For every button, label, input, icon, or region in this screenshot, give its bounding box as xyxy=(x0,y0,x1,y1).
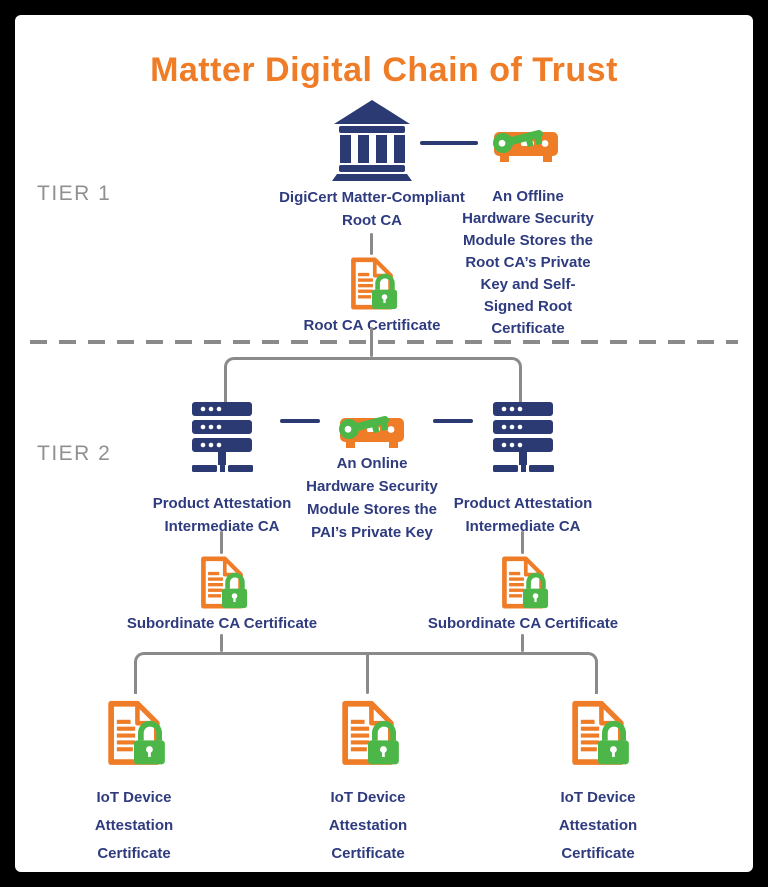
connector-line xyxy=(370,327,373,357)
pai-right-label: Product Attestation Intermediate CA xyxy=(453,495,593,535)
tier2-label: TIER 2 xyxy=(37,442,112,465)
online-hsm-caption: An Online Hardware Security Module Store… xyxy=(306,455,438,541)
tree-branch-bracket xyxy=(224,357,522,402)
connector-line xyxy=(220,634,223,652)
root-certificate-label: Root CA Certificate xyxy=(303,317,441,334)
connector-line xyxy=(370,233,373,255)
connector-line xyxy=(420,141,478,145)
root-ca-label: DigiCert Matter-Compliant Root CA xyxy=(279,189,465,229)
server-stack-icon xyxy=(192,402,253,472)
connector-line xyxy=(280,419,320,423)
connector-line xyxy=(521,634,524,652)
hsm-key-icon xyxy=(490,123,558,162)
iot-certificate-label: IoT Device Attestation Certificate xyxy=(94,789,174,862)
connector-line xyxy=(433,419,473,423)
hsm-key-icon xyxy=(336,409,404,448)
certificate-lock-icon xyxy=(346,255,398,313)
certificate-lock-icon xyxy=(102,698,166,769)
subordinate-cert-right-label: Subordinate CA Certificate xyxy=(427,615,619,632)
diagram-canvas: Matter Digital Chain of Trust TIER 1 TIE… xyxy=(15,15,753,872)
connector-line xyxy=(220,531,223,554)
certificate-lock-icon xyxy=(566,698,630,769)
iot-certificate-label: IoT Device Attestation Certificate xyxy=(558,789,638,862)
subordinate-cert-left-label: Subordinate CA Certificate xyxy=(126,615,318,632)
page-title: Matter Digital Chain of Trust xyxy=(150,51,618,89)
certificate-lock-icon xyxy=(497,554,549,612)
tier-divider-dashed-line xyxy=(30,340,738,344)
pai-left-label: Product Attestation Intermediate CA xyxy=(152,495,292,535)
tier1-label: TIER 1 xyxy=(37,182,112,205)
certificate-lock-icon xyxy=(196,554,248,612)
certificate-lock-icon xyxy=(336,698,400,769)
connector-line xyxy=(521,531,524,554)
server-stack-icon xyxy=(493,402,554,472)
connector-line xyxy=(366,652,369,694)
iot-certificate-label: IoT Device Attestation Certificate xyxy=(328,789,408,862)
offline-hsm-caption: An Offline Hardware Security Module Stor… xyxy=(462,188,594,337)
bank-icon xyxy=(332,100,412,181)
